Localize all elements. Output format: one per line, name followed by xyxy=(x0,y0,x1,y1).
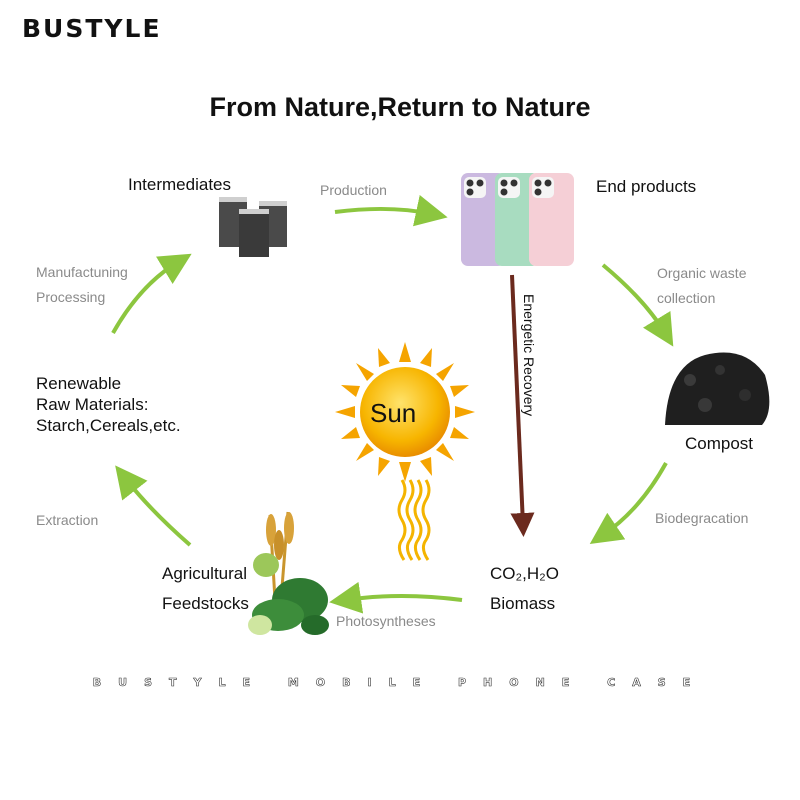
label-starch-cereals: Starch,Cereals,etc. xyxy=(36,416,181,435)
arrow-extraction xyxy=(115,465,192,547)
sun-icon xyxy=(335,342,475,482)
label-agricultural: Agricultural xyxy=(162,564,248,583)
label-energetic-recovery: Energetic Recovery xyxy=(521,294,537,417)
label-biomass: Biomass xyxy=(490,594,556,613)
arrow-production xyxy=(334,195,448,227)
wheat-vegetable-icon xyxy=(248,511,329,635)
sun-label: Sun xyxy=(370,398,417,428)
label-collection: collection xyxy=(657,290,716,306)
brand-logo: BUSTYLE xyxy=(22,14,162,43)
arrow-biodegradation xyxy=(589,462,668,544)
label-compost: Compost xyxy=(685,434,754,453)
label-organic-waste: Organic waste xyxy=(657,265,747,281)
label-end-products: End products xyxy=(596,177,697,196)
arrow-manufacturing xyxy=(111,253,192,334)
label-processing: Processing xyxy=(36,289,106,305)
label-raw-materials: Raw Materials: xyxy=(36,395,149,414)
label-manufacturing: Manufactuning xyxy=(36,264,128,280)
label-biodegradation: Biodegracation xyxy=(655,510,749,526)
arrow-photosyntheses xyxy=(329,581,463,614)
label-co2-h2o: CO₂,H₂O xyxy=(490,564,559,583)
compost-icon xyxy=(665,352,770,425)
arrow-organic-waste xyxy=(601,263,674,347)
phone-case-icons xyxy=(461,173,574,266)
label-renewable: Renewable xyxy=(36,374,122,393)
sunlight-rays-icon xyxy=(397,479,431,561)
label-photosyntheses: Photosyntheses xyxy=(336,613,436,629)
label-intermediates: Intermediates xyxy=(128,175,231,194)
page-title: From Nature,Return to Nature xyxy=(209,92,591,122)
label-extraction: Extraction xyxy=(36,512,99,528)
footer-tagline: BUSTYLE MOBILE PHONE CASE xyxy=(92,676,708,690)
arrow-energetic-recovery xyxy=(510,274,535,537)
label-feedstocks: Feedstocks xyxy=(162,594,249,613)
intermediates-icon xyxy=(219,197,287,257)
label-production: Production xyxy=(320,182,387,198)
